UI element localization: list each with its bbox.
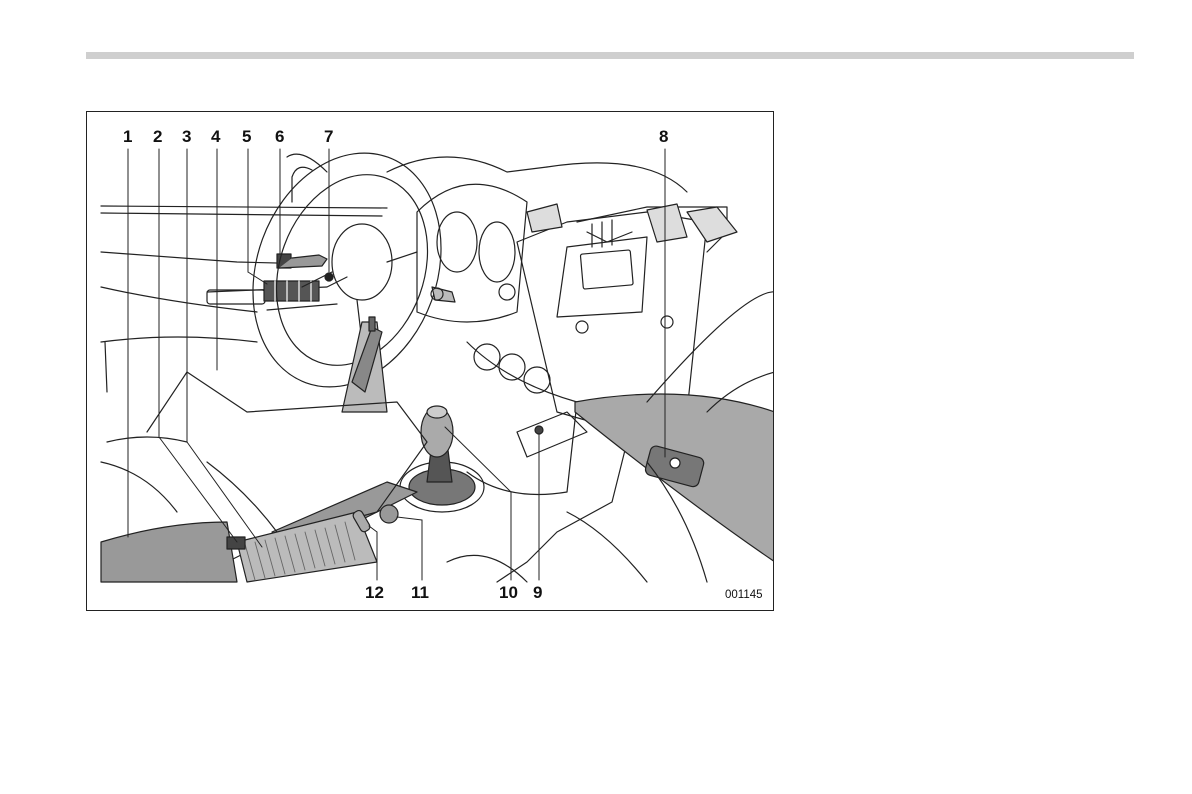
window-switch-panel [264,281,319,301]
callout-10: 10 [499,584,518,601]
callout-1: 1 [123,128,132,145]
callout-3: 3 [182,128,191,145]
door-panel-lines [101,154,387,392]
figure-code: 001145 [725,589,763,601]
door-handle [277,254,327,268]
driver-seat [101,522,245,582]
callout-4: 4 [211,128,220,145]
callout-5: 5 [242,128,251,145]
figure-frame: 1 2 3 4 5 6 7 8 12 11 10 9 001145 [86,111,774,611]
callout-12: 12 [365,584,384,601]
callout-6: 6 [275,128,284,145]
callout-9-point [535,426,543,434]
turn-signal-stalk [431,287,455,302]
glove-box [575,292,774,562]
callout-11: 11 [411,584,429,601]
callout-9: 9 [533,584,542,601]
callout-7: 7 [324,128,333,145]
header-rule [86,52,1134,59]
steering-wheel [221,126,472,413]
car-interior-illustration [87,112,774,611]
callout-2: 2 [153,128,162,145]
callout-8: 8 [659,128,668,145]
